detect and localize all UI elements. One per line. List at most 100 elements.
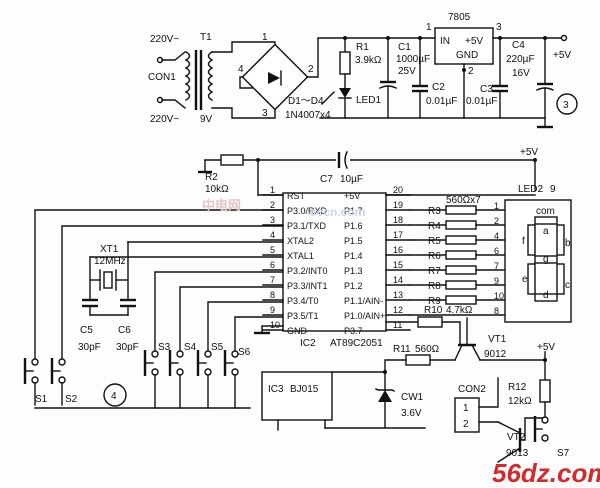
rnet-resistor — [445, 220, 477, 230]
bridge-pin4: 4 — [238, 64, 244, 75]
seg-d-label: d — [543, 290, 549, 301]
reg-part: 7805 — [448, 12, 471, 23]
con2-pin2: 2 — [463, 419, 469, 430]
rnet-resistor — [445, 250, 477, 260]
mcu-part: AT89C2051 — [330, 338, 383, 349]
section-4-label: 4 — [111, 391, 117, 402]
mcu-vcc-label: +5V — [520, 147, 538, 158]
switch-s5[interactable]: S5 — [196, 342, 224, 409]
s6-label: S6 — [238, 347, 251, 358]
c6-label: C6 — [118, 325, 131, 336]
led-pin-num: 6 — [494, 246, 499, 256]
resistor-r2 — [220, 154, 244, 166]
mcu-right-pin-name: P1.7 — [344, 206, 363, 216]
r2-value: 10kΩ — [205, 184, 229, 195]
mcu-left-pin-name: P3.0/RXD — [287, 206, 328, 216]
mcu-right-pin-name: P1.3 — [344, 266, 363, 276]
mcu-right-pin-name: P1.5 — [344, 236, 363, 246]
r11-label: R11 — [393, 344, 411, 355]
c2-label: C2 — [432, 82, 445, 93]
switch-s4[interactable]: S4 — [168, 342, 197, 409]
rnet-resistor-label: R3 — [428, 206, 441, 217]
seg-g-label: g — [543, 254, 549, 265]
xt1-label: XT1 — [100, 244, 119, 255]
c1-label: C1 — [398, 42, 411, 53]
c2-value: 0.01µF — [426, 96, 457, 107]
s2-label: S2 — [65, 394, 78, 405]
mcu-right-pin-num: 12 — [393, 305, 403, 315]
mcu-right-pin-name: P1.1/AIN- — [344, 296, 383, 306]
mcu-right-pin-name: P1.6 — [344, 221, 363, 231]
vt1-part: 9012 — [484, 349, 507, 360]
c1-voltage: 25V — [398, 66, 416, 77]
section-3-label: 3 — [563, 100, 569, 111]
seg-c-label: c — [565, 280, 570, 291]
regulator-7805: 7805 IN +5V GND 1 3 2 — [419, 12, 546, 119]
connector-con2: CON2 1 2 — [454, 377, 499, 433]
rnet-resistor — [445, 295, 477, 305]
s3-label: S3 — [158, 342, 171, 353]
watermark-top: 中电网 — [202, 198, 241, 213]
mcu-left-pin-name: P3.2/INT0 — [287, 266, 328, 276]
cw1-label: CW1 — [401, 392, 424, 403]
bridge-part: 1N4007x4 — [285, 110, 331, 121]
mcu-left-pin-name: RST — [287, 191, 306, 201]
capacitor-c2: C2 0.01µF — [412, 36, 457, 119]
mcu-left-pin-name: P3.4/T0 — [287, 296, 319, 306]
mcu-right-pin-num: 13 — [393, 290, 403, 300]
s7-label: S7 — [557, 448, 570, 459]
r10-label: R10 — [424, 305, 443, 316]
c7-label: C7 — [320, 174, 333, 185]
switch-s1[interactable]: S1 — [23, 358, 48, 406]
r1-led1: R1 3.9kΩ LED1 — [321, 36, 382, 119]
bridge-pin2: 2 — [308, 64, 314, 75]
switch-s6[interactable]: S6 — [223, 347, 251, 409]
mcu-right-pin-num: 19 — [393, 200, 403, 210]
s5-label: S5 — [211, 342, 224, 353]
zener-cw1: CW1 3.6V — [375, 370, 424, 429]
bridge-pin3: 3 — [262, 108, 268, 119]
rnet-resistor — [445, 205, 477, 215]
r11-value: 560Ω — [415, 344, 440, 355]
mcu-section: 1RST2P3.0/RXD3P3.1/TXD4XTAL25XTAL16P3.2/… — [34, 147, 538, 407]
ic3-bj015: IC3 BJ015 — [261, 371, 426, 431]
cw1-value: 3.6V — [401, 408, 422, 419]
c5-label: C5 — [80, 325, 93, 336]
watermark-logo: 56dz.com — [492, 458, 600, 488]
ic3-part: BJ015 — [290, 384, 319, 395]
bridge-name: D1～D4 — [288, 96, 324, 107]
mcu-right-pin-num: 20 — [393, 185, 403, 195]
mcu-right-pin-name: +5V — [344, 191, 360, 201]
mcu-left-pin-num: 9 — [270, 305, 275, 315]
led2-label: LED2 — [518, 184, 543, 195]
mcu-left-pin-num: 6 — [270, 260, 275, 270]
con2-label: CON2 — [458, 384, 486, 395]
mcu-right-pin-num: 17 — [393, 230, 403, 240]
c7-value: 10µF — [340, 174, 363, 185]
mcu-right-pin-num: 16 — [393, 245, 403, 255]
rnet-label: 560Ωx7 — [446, 195, 481, 206]
transistor-vt2: VT2 9013 — [497, 417, 546, 463]
transistor-vt1: VT1 9012 — [454, 317, 507, 361]
seven-segment: a b c d e f g — [522, 216, 571, 302]
mcu-right-pin-num: 15 — [393, 260, 403, 270]
switch-s3[interactable]: S3 — [143, 342, 171, 409]
ac-bottom-label: 220V~ — [150, 114, 179, 125]
t1-label: T1 — [200, 32, 212, 43]
reg-pin2: 2 — [468, 66, 474, 77]
rnet-resistor-label: R5 — [428, 236, 441, 247]
switch-s7[interactable]: S7 — [533, 416, 570, 459]
crystal-xt1: XT1 12MHz C5 30pF C6 30pF — [78, 241, 284, 353]
mcu-right-pin-num: 11 — [393, 320, 402, 330]
mcu-left-pin-name: XTAL1 — [287, 251, 314, 261]
c1-value: 1000µF — [396, 54, 430, 65]
mcu-right-pin-name: P1.4 — [344, 251, 363, 261]
switch-s2[interactable]: S2 — [50, 358, 78, 406]
c4-label: C4 — [512, 40, 525, 51]
led2-pin-label: 9 — [550, 184, 556, 195]
r2-label: R2 — [205, 172, 218, 183]
seg-f-label: f — [522, 236, 525, 247]
led-pin-num: 1 — [494, 201, 499, 211]
mcu-right-pin-num: 14 — [393, 275, 403, 285]
